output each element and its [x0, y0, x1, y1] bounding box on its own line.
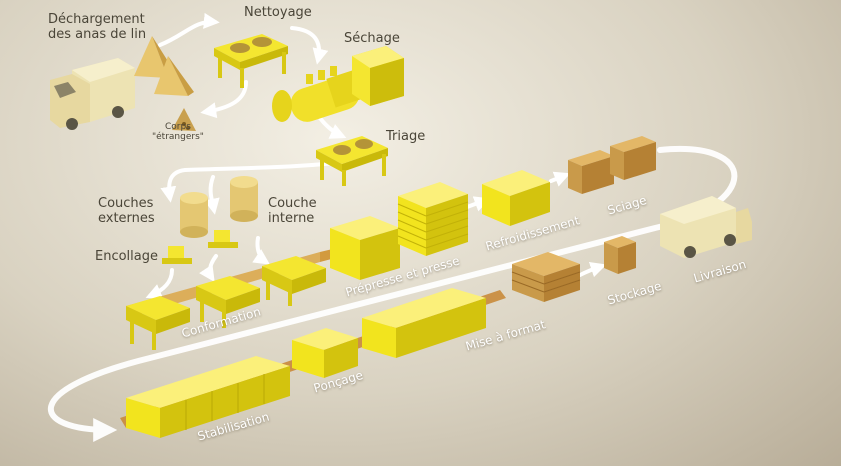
panel-stack-icon [397, 182, 469, 256]
label-inner-layer: Couche interne [268, 196, 317, 226]
sieve-machine-icon [214, 34, 288, 88]
return-conveyor-loop [48, 145, 738, 442]
label-gluing: Encollage [95, 249, 158, 264]
sanding-block-icon [292, 328, 358, 378]
pallet-stack-icon [511, 236, 636, 302]
label-drying: Séchage [344, 31, 400, 46]
glue-silo-icon [230, 176, 258, 222]
foreign-bodies-pile-icon [172, 108, 196, 131]
drum-dryer-icon [272, 46, 404, 122]
sawn-board-stack-icon [568, 136, 656, 194]
delivery-truck-icon [50, 58, 135, 130]
sizing-block-icon [362, 288, 486, 358]
glue-dispenser-icon [162, 230, 238, 264]
label-unloading: Déchargement des anas de lin [48, 12, 147, 42]
press-block-icon [330, 216, 400, 280]
label-cleaning: Nettoyage [244, 5, 312, 20]
label-outer-layers: Couches externes [98, 196, 155, 226]
raw-material-pile-icon [134, 36, 194, 96]
delivery-truck-icon [660, 196, 752, 258]
cooling-block-icon [482, 170, 550, 226]
stabilization-block-icon [126, 356, 290, 438]
glue-silo-icon [180, 192, 208, 238]
forming-station-icon [126, 232, 404, 350]
label-sorting: Triage [386, 129, 426, 144]
flow-arrows [145, 12, 607, 299]
label-foreign-bodies: Corps "étrangers" [152, 122, 204, 142]
sieve-machine-icon [316, 136, 388, 186]
